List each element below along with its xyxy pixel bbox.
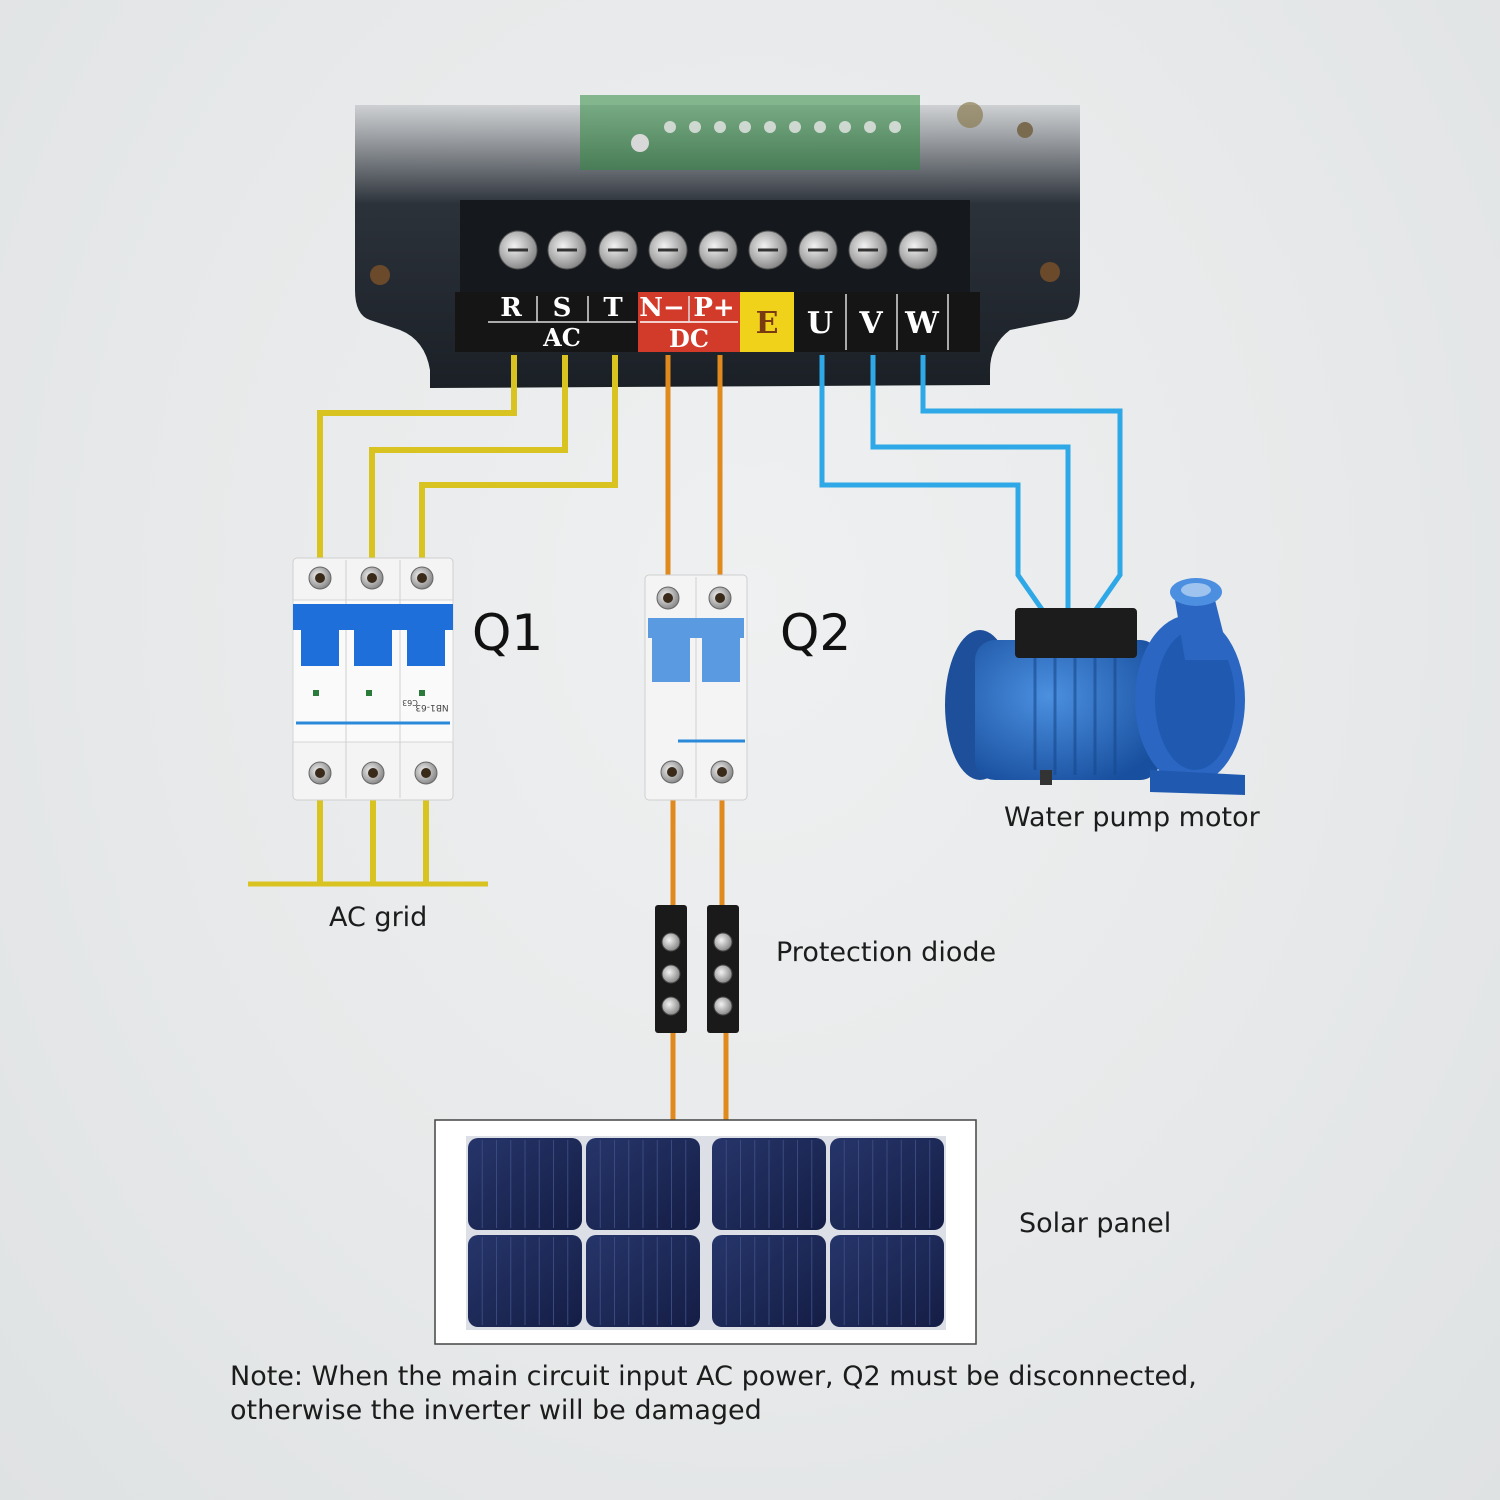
q2-label: Q2 bbox=[780, 604, 852, 662]
q1-rating-text: C63 bbox=[402, 698, 418, 707]
warning-note: Note: When the main circuit input AC pow… bbox=[230, 1360, 1330, 1428]
breaker-q2 bbox=[644, 574, 748, 801]
e-label-bg bbox=[740, 292, 794, 352]
wire-t bbox=[419, 355, 618, 575]
terminal-label-p: P+ bbox=[693, 293, 734, 323]
terminal-label-v: V bbox=[858, 306, 883, 341]
motor-wires bbox=[819, 355, 1123, 620]
q1-toggle-3 bbox=[407, 628, 445, 666]
breaker-q1: NB1-63 C63 bbox=[292, 557, 454, 801]
q2-toggle-1 bbox=[652, 636, 690, 682]
terminal-label-e: E bbox=[756, 306, 779, 341]
solar-panel bbox=[434, 1119, 977, 1345]
wire-r bbox=[317, 355, 517, 575]
wire-v bbox=[870, 355, 1071, 618]
ac-group-label: AC bbox=[542, 323, 581, 352]
protection-diodes bbox=[655, 905, 739, 1033]
terminal-label-r: R bbox=[500, 293, 522, 323]
solar-cells bbox=[468, 1138, 944, 1327]
q1-toggle-bar bbox=[293, 604, 453, 630]
q1-model-text: NB1-63 bbox=[415, 702, 448, 712]
pump-junction-box bbox=[1015, 608, 1137, 658]
case-screw bbox=[1017, 122, 1033, 138]
terminal-label-w: W bbox=[904, 306, 940, 341]
wire-s bbox=[369, 355, 568, 575]
water-pump bbox=[945, 578, 1245, 795]
note-line-2: otherwise the inverter will be damaged bbox=[230, 1395, 762, 1426]
q1-toggle-2 bbox=[354, 628, 392, 666]
case-screw bbox=[1040, 262, 1060, 282]
terminal-label-t: T bbox=[603, 293, 623, 323]
q1-toggle-1 bbox=[301, 628, 339, 666]
wire-u bbox=[819, 355, 1051, 620]
q2-toggle-2 bbox=[702, 636, 740, 682]
water-pump-label: Water pump motor bbox=[1004, 802, 1260, 833]
ac-grid-label: AC grid bbox=[329, 902, 428, 933]
terminal-label-s: S bbox=[553, 293, 572, 323]
case-screw bbox=[370, 265, 390, 285]
terminal-screws bbox=[498, 230, 938, 270]
wire-w bbox=[920, 355, 1123, 620]
q1-label: Q1 bbox=[472, 604, 544, 662]
case-screw bbox=[957, 102, 983, 128]
control-terminal-dots bbox=[664, 121, 901, 133]
board-screw bbox=[631, 134, 649, 152]
note-line-1: Note: When the main circuit input AC pow… bbox=[230, 1361, 1197, 1392]
dc-group-label: DC bbox=[669, 324, 709, 353]
q2-toggle-bar bbox=[648, 618, 744, 638]
control-board bbox=[580, 95, 920, 170]
solar-panel-label: Solar panel bbox=[1019, 1208, 1172, 1239]
protection-diode-label: Protection diode bbox=[776, 937, 997, 968]
terminal-label-n: N− bbox=[639, 293, 685, 323]
terminal-label-u: U bbox=[807, 306, 833, 341]
